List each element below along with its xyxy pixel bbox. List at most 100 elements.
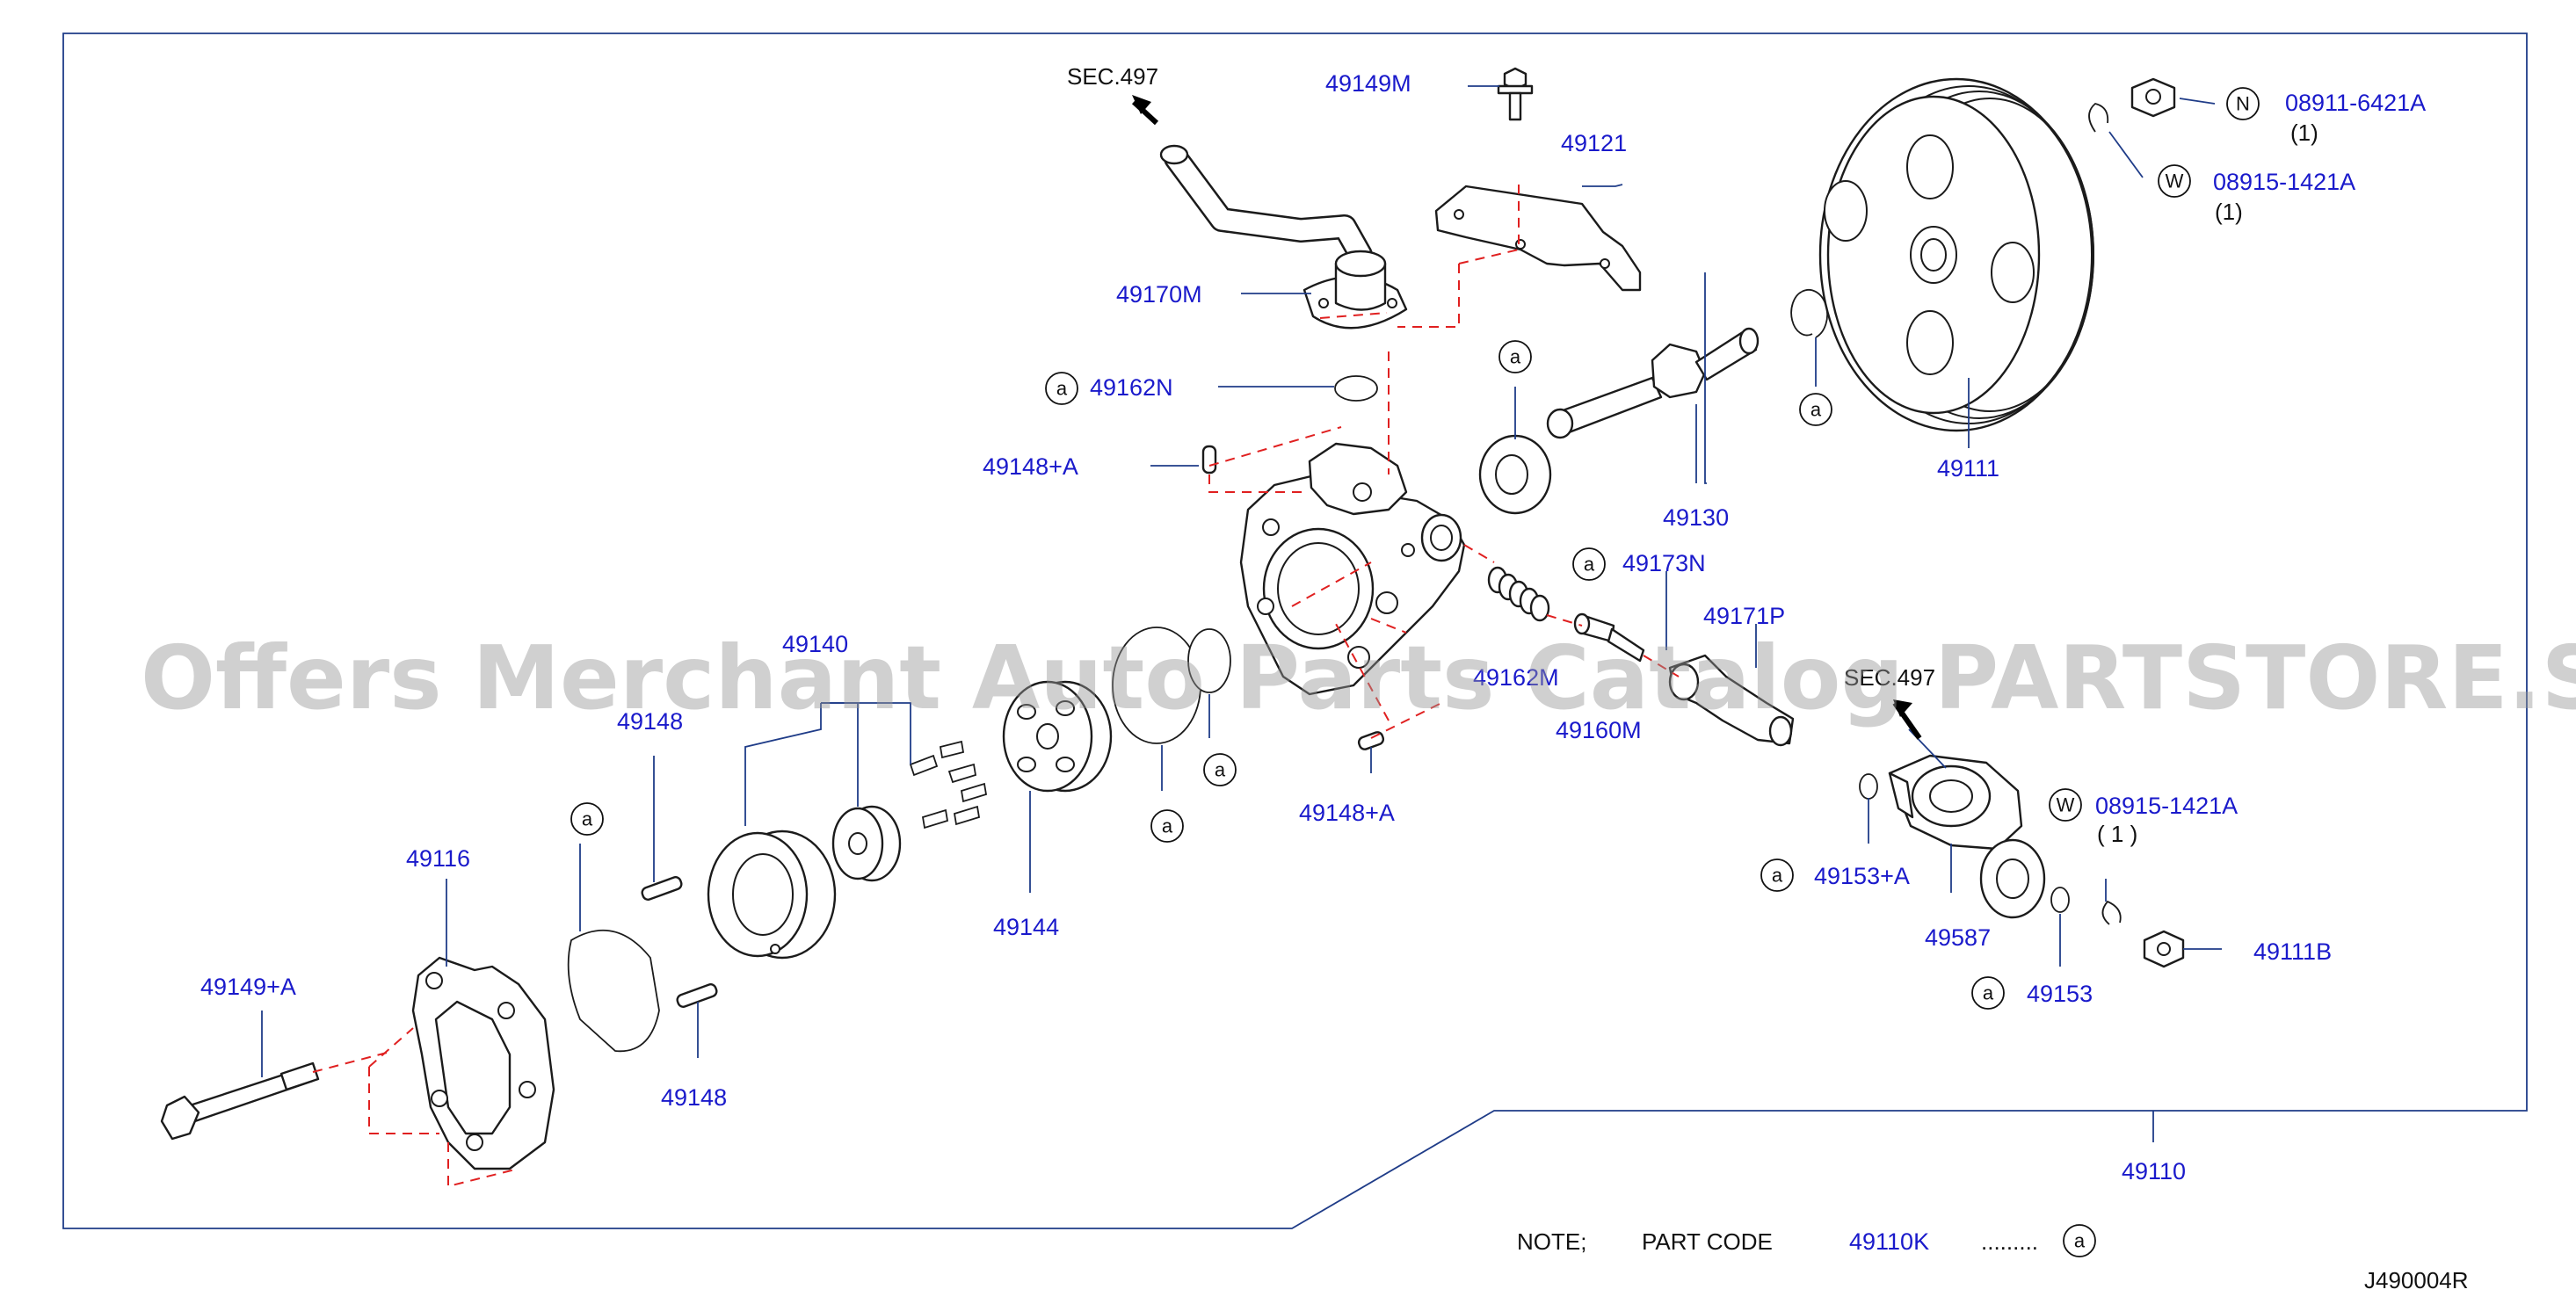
leader-lines: [261, 85, 2222, 1142]
label-49130: 49130: [1663, 504, 1729, 531]
label-08911-6421A: 08911-6421A: [2285, 90, 2426, 116]
washer-08915-mid: [2101, 900, 2122, 925]
marker-a-49162N: a: [1045, 372, 1078, 405]
qty-08915-mid: ( 1 ): [2097, 821, 2137, 847]
label-49110: 49110: [2122, 1158, 2186, 1184]
sec-ref-right: SEC.497: [1844, 664, 1935, 691]
label-49149M: 49149M: [1325, 70, 1411, 97]
label-08915-top: 08915-1421A: [2213, 169, 2355, 195]
note-part-code-label: PART CODE: [1642, 1228, 1773, 1255]
svg-text:W: W: [2057, 794, 2075, 816]
label-08915-mid: 08915-1421A: [2095, 793, 2238, 819]
shaft-49130: [1546, 327, 1760, 439]
label-49148-bottom: 49148: [661, 1084, 727, 1111]
assembly-frame: [62, 33, 2528, 1229]
marker-a-gasket: a: [1150, 809, 1184, 843]
note-marker-a: a: [2063, 1224, 2096, 1257]
label-49121: 49121: [1561, 130, 1627, 156]
label-49173N: 49173N: [1622, 550, 1706, 576]
dowel-49148A-top: [1201, 445, 1217, 475]
pulley-49111: [1818, 77, 2094, 432]
label-49148A-top: 49148+A: [983, 453, 1078, 480]
nut-08911-6421A: [2130, 77, 2176, 118]
alignment-lines: [312, 185, 1680, 1188]
label-49162M: 49162M: [1473, 664, 1559, 691]
pin-49148-top: [641, 876, 683, 901]
pump-vanes: [909, 740, 988, 829]
qty-08911: (1): [2290, 120, 2318, 146]
pump-body: [1239, 442, 1466, 696]
svg-text:a: a: [1056, 378, 1068, 400]
spring-49173N: [1487, 566, 1550, 622]
marker-a-seal: a: [1498, 340, 1532, 373]
cam-ring: [707, 829, 837, 960]
label-49111: 49111: [1937, 455, 1999, 482]
rear-cover-49116: [411, 956, 555, 1170]
marker-n-08911: N: [2226, 87, 2260, 120]
connector-49171P: [1668, 654, 1795, 747]
bolt-49149A: [160, 1061, 320, 1141]
marker-a-cover-gasket: a: [570, 802, 604, 836]
bolt-49149M: [1497, 67, 1534, 121]
pipe-49170M: [1159, 144, 1408, 330]
svg-text:N: N: [2236, 93, 2250, 115]
label-49116: 49116: [406, 845, 470, 872]
pin-49148-bottom: [676, 983, 718, 1008]
label-49144: 49144: [993, 914, 1059, 940]
label-49171P: 49171P: [1703, 603, 1785, 629]
washer-08915-top: [2088, 103, 2109, 133]
nut-49111B: [2143, 930, 2185, 968]
svg-text:a: a: [1810, 399, 1822, 421]
svg-text:W: W: [2166, 170, 2184, 192]
bracket-49121: [1434, 185, 1642, 292]
label-49153A: 49153+A: [1814, 863, 1910, 889]
svg-text:a: a: [1510, 346, 1521, 368]
label-49153: 49153: [2027, 981, 2093, 1007]
sec-ref-top: SEC.497: [1067, 63, 1158, 90]
rotor: [831, 805, 902, 882]
label-49170M: 49170M: [1116, 281, 1202, 308]
note-part-code: 49110K: [1849, 1228, 1929, 1255]
svg-text:a: a: [2074, 1230, 2086, 1252]
note-label: NOTE;: [1517, 1228, 1586, 1255]
svg-text:a: a: [1215, 759, 1226, 781]
marker-a-49153: a: [1971, 976, 2005, 1010]
svg-text:a: a: [1983, 982, 1994, 1004]
oil-seal: [1478, 434, 1552, 515]
marker-a-49153A: a: [1760, 858, 1794, 892]
label-49162N: 49162N: [1090, 374, 1173, 401]
flow-valve: [1573, 612, 1645, 663]
svg-text:a: a: [582, 808, 593, 830]
side-plate-49144: [1002, 680, 1113, 793]
oring-49162N: [1334, 375, 1378, 402]
oring-small: [1187, 628, 1231, 693]
label-49149A: 49149+A: [200, 974, 296, 1000]
label-49148A-bottom: 49148+A: [1299, 800, 1395, 826]
marker-w-08915-top: W: [2158, 164, 2191, 198]
label-49148-top: 49148: [617, 708, 683, 735]
sec497-arrow-top: [1131, 95, 1159, 126]
diagram-code: J490004R: [2364, 1267, 2469, 1293]
svg-text:a: a: [1584, 554, 1595, 576]
oring-49153A: [1859, 773, 1878, 800]
label-49140: 49140: [782, 631, 848, 657]
oring-49153: [2050, 887, 2070, 913]
dowel-49148A-bottom: [1357, 731, 1385, 750]
marker-a-oring: a: [1203, 753, 1237, 786]
label-49587: 49587: [1925, 924, 1991, 951]
label-49111B: 49111B: [2253, 938, 2332, 965]
qty-08915-top: (1): [2215, 199, 2243, 225]
svg-text:a: a: [1772, 865, 1783, 887]
sec497-arrow-right: [1892, 699, 1922, 740]
label-49160M: 49160M: [1556, 717, 1642, 743]
marker-a-49173N: a: [1572, 547, 1606, 581]
union-fitting-49587: [1888, 754, 2046, 919]
svg-text:a: a: [1162, 815, 1173, 837]
marker-a-snapring: a: [1799, 393, 1832, 426]
gasket-cover: [567, 929, 660, 1053]
watermark: Offers Merchant Auto Parts Catalog PARTS…: [141, 627, 2576, 729]
marker-w-08915-mid: W: [2049, 788, 2082, 822]
note-dots: .........: [1981, 1228, 2038, 1255]
